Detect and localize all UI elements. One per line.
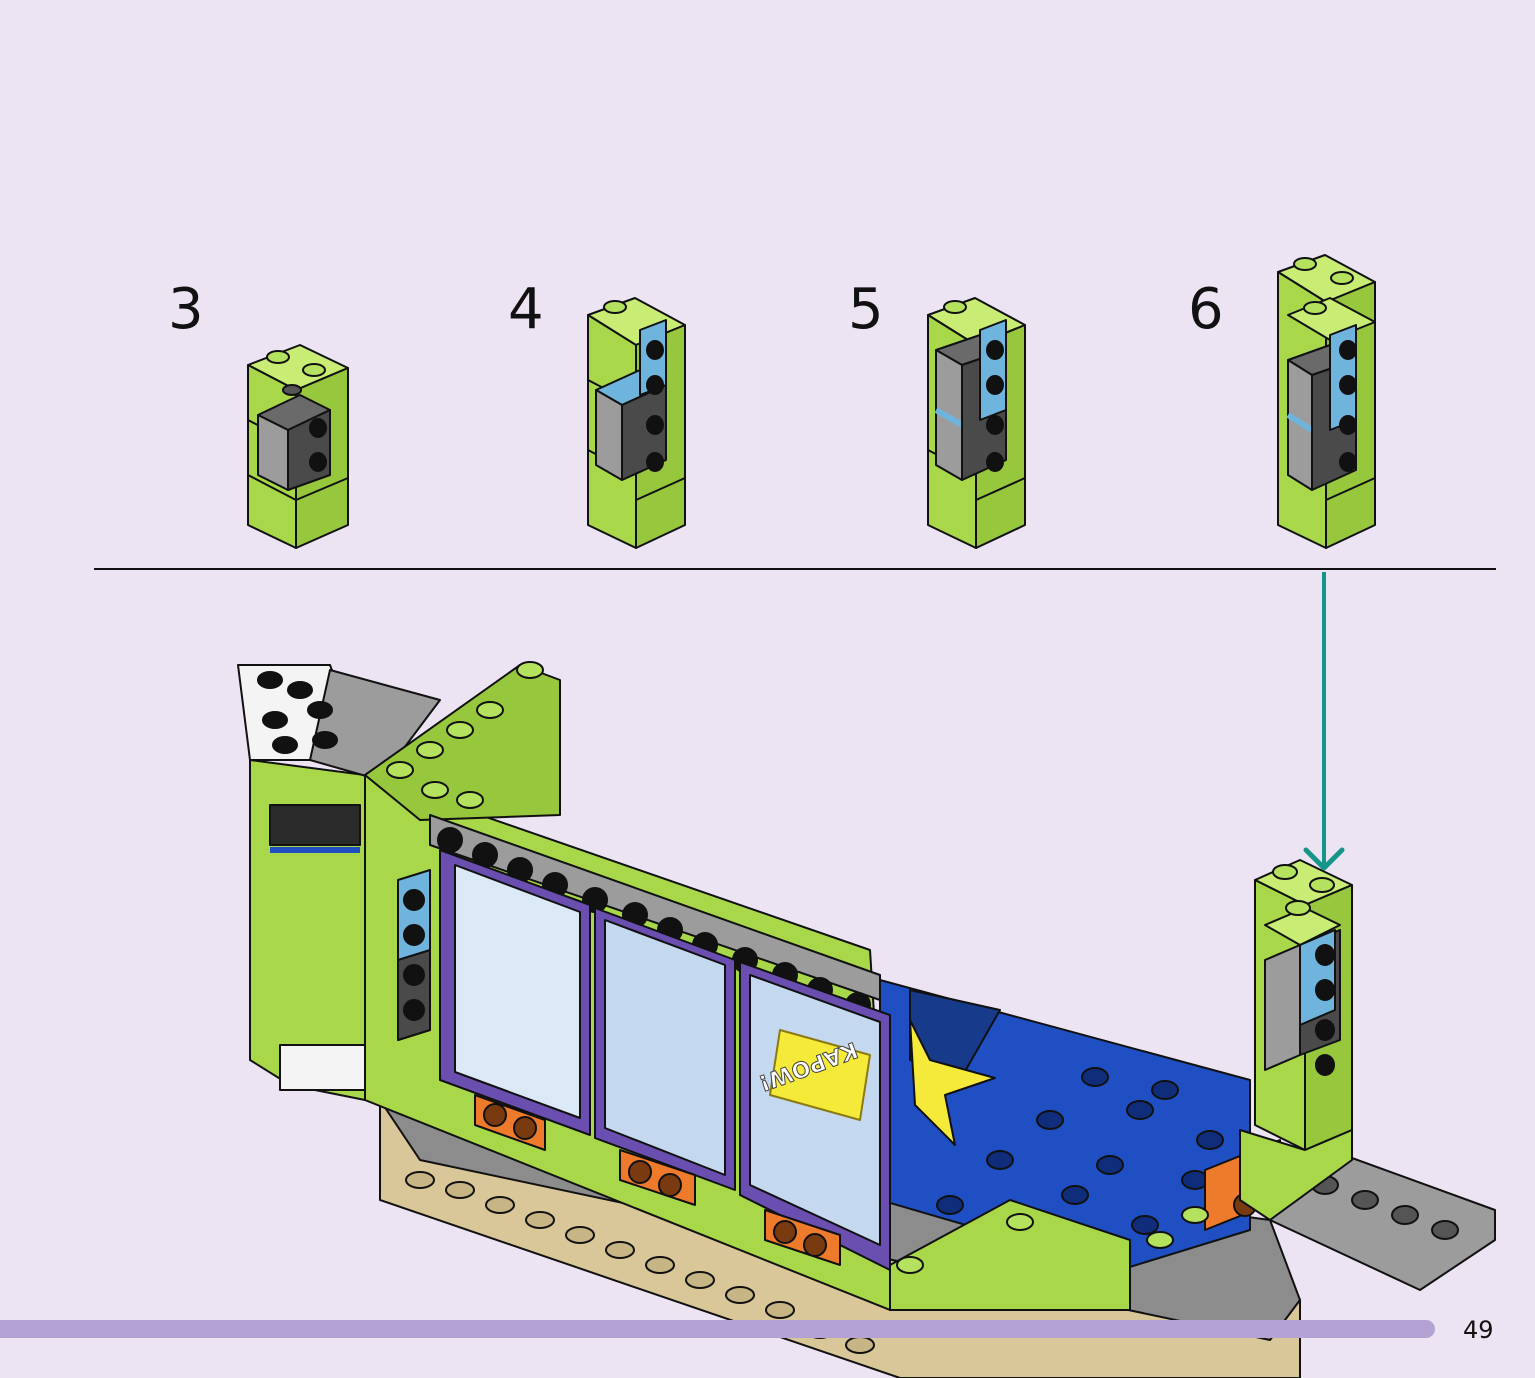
step-number-6: 6 — [1188, 277, 1224, 342]
step-number-3: 3 — [168, 277, 204, 342]
step-number-5: 5 — [848, 277, 884, 342]
step-divider — [94, 568, 1496, 570]
page-progress-bar — [0, 1320, 1435, 1338]
step-4-sub-build — [587, 297, 686, 549]
step-6-sub-build — [1277, 254, 1376, 549]
page-number: 49 — [1463, 1316, 1494, 1344]
step-5-sub-build — [927, 297, 1026, 549]
step-number-4: 4 — [508, 277, 544, 342]
main-model-illustration: KAPOW! — [237, 572, 1496, 1378]
step-3-sub-build — [247, 344, 349, 549]
